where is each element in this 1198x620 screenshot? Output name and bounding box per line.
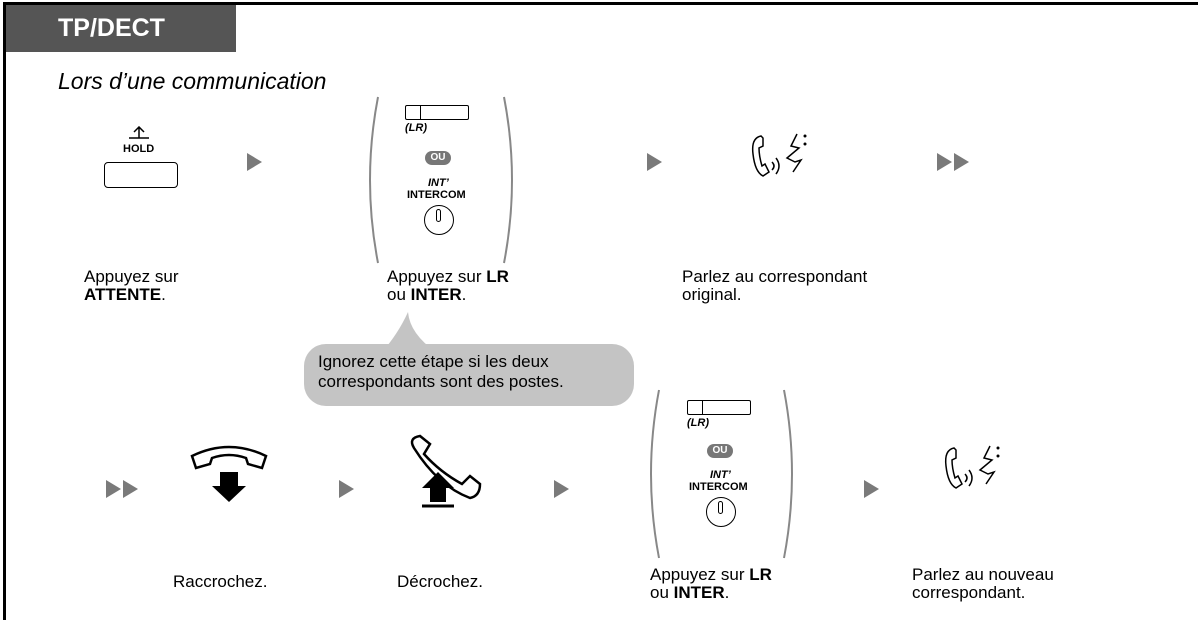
bubble-pointer bbox=[382, 312, 436, 352]
lr-intercom-panel: (LR) OU INT’ INTERCOM bbox=[395, 105, 495, 255]
intercom-label: INTERCOM bbox=[689, 481, 748, 493]
ou-badge: OU bbox=[425, 151, 451, 165]
int-label: INT’ bbox=[428, 177, 449, 189]
left-paren bbox=[369, 96, 379, 264]
hold-button-icon bbox=[104, 162, 178, 188]
intercom-label: INTERCOM bbox=[407, 189, 466, 201]
caption-lr-inter: Appuyez sur LR ou INTER. bbox=[387, 267, 509, 304]
int-label: INT’ bbox=[710, 469, 731, 481]
lr-button-icon bbox=[405, 105, 469, 120]
frame-top-border bbox=[3, 2, 1198, 5]
step-arrow bbox=[247, 153, 262, 171]
caption-lr-inter: Appuyez sur LR ou INTER. bbox=[650, 565, 772, 602]
talk-icon bbox=[944, 445, 1000, 489]
right-paren bbox=[783, 389, 793, 559]
frame-left-border bbox=[3, 2, 6, 620]
step-arrow bbox=[554, 480, 569, 498]
lr-label: (LR) bbox=[687, 417, 709, 429]
intercom-key-icon bbox=[706, 497, 736, 527]
step-arrow bbox=[339, 480, 354, 498]
intercom-key-icon bbox=[424, 205, 454, 235]
step-arrow bbox=[647, 153, 662, 171]
caption-hold: Appuyez sur ATTENTE. bbox=[84, 267, 179, 304]
ou-badge: OU bbox=[707, 444, 733, 458]
continue-arrow bbox=[106, 480, 138, 498]
hold-key: HOLD bbox=[96, 126, 186, 206]
hang-up-icon bbox=[190, 445, 268, 502]
hold-label: HOLD bbox=[123, 143, 155, 155]
lr-intercom-panel: (LR) OU INT’ INTERCOM bbox=[677, 400, 777, 550]
caption-hang-up: Raccrochez. bbox=[173, 572, 268, 591]
continue-arrow bbox=[937, 153, 969, 171]
lr-button-icon bbox=[687, 400, 751, 415]
step-arrow bbox=[864, 480, 879, 498]
off-hook-icon bbox=[410, 434, 482, 508]
hold-arrow-icon bbox=[129, 126, 149, 139]
right-paren bbox=[503, 96, 513, 264]
talk-icon bbox=[751, 133, 807, 177]
scenario-subtitle: Lors d’une communication bbox=[58, 68, 327, 94]
lr-label: (LR) bbox=[405, 122, 427, 134]
caption-off-hook: Décrochez. bbox=[397, 572, 483, 591]
device-tab: TP/DECT bbox=[6, 5, 236, 52]
left-paren bbox=[650, 389, 660, 559]
